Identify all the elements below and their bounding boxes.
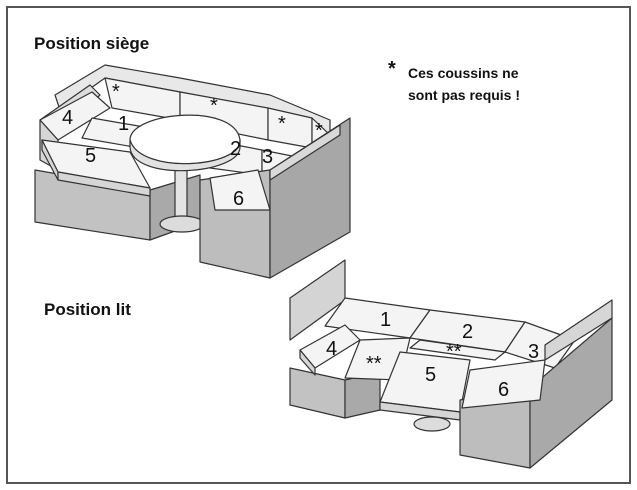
bed-cushion-6 — [461, 359, 546, 409]
bed-num-6: 6 — [498, 379, 509, 401]
seat-position-title: Position siège — [34, 34, 150, 53]
bed-num-3: 3 — [528, 341, 539, 363]
seat-right-base — [199, 117, 351, 279]
seat-cushion-5 — [41, 139, 151, 197]
bed-ast-1: ** — [366, 353, 382, 375]
bed-num-1: 1 — [380, 309, 391, 331]
bed-right-base — [459, 299, 613, 469]
bed-num-2: 2 — [462, 321, 473, 343]
note-line-2: sont pas requis ! — [408, 87, 521, 103]
bed-cushion-right-star — [409, 339, 506, 361]
seat-ast-2: * — [210, 95, 218, 117]
seat-num-4: 4 — [62, 107, 73, 129]
seat-num-3: 3 — [262, 146, 273, 168]
bed-cushion-5 — [379, 351, 471, 421]
note-line-1: Ces coussins ne — [408, 65, 519, 81]
seat-ast-1: * — [112, 81, 120, 103]
bed-position-title: Position lit — [44, 300, 131, 319]
seat-ast-4: * — [315, 120, 323, 142]
seat-num-5: 5 — [85, 145, 96, 167]
bed-left-base — [289, 367, 381, 419]
seat-num-1: 1 — [118, 113, 129, 135]
seat-num-2: 2 — [230, 138, 241, 160]
note-asterisk: * — [388, 58, 396, 80]
bed-num-4: 4 — [326, 338, 337, 360]
bed-ast-2: ** — [446, 341, 462, 363]
bed-table-base — [413, 416, 451, 432]
seat-num-6: 6 — [233, 188, 244, 210]
bed-num-5: 5 — [425, 364, 436, 386]
seat-ast-3: * — [278, 113, 286, 135]
seat-cushion-6 — [209, 169, 271, 211]
